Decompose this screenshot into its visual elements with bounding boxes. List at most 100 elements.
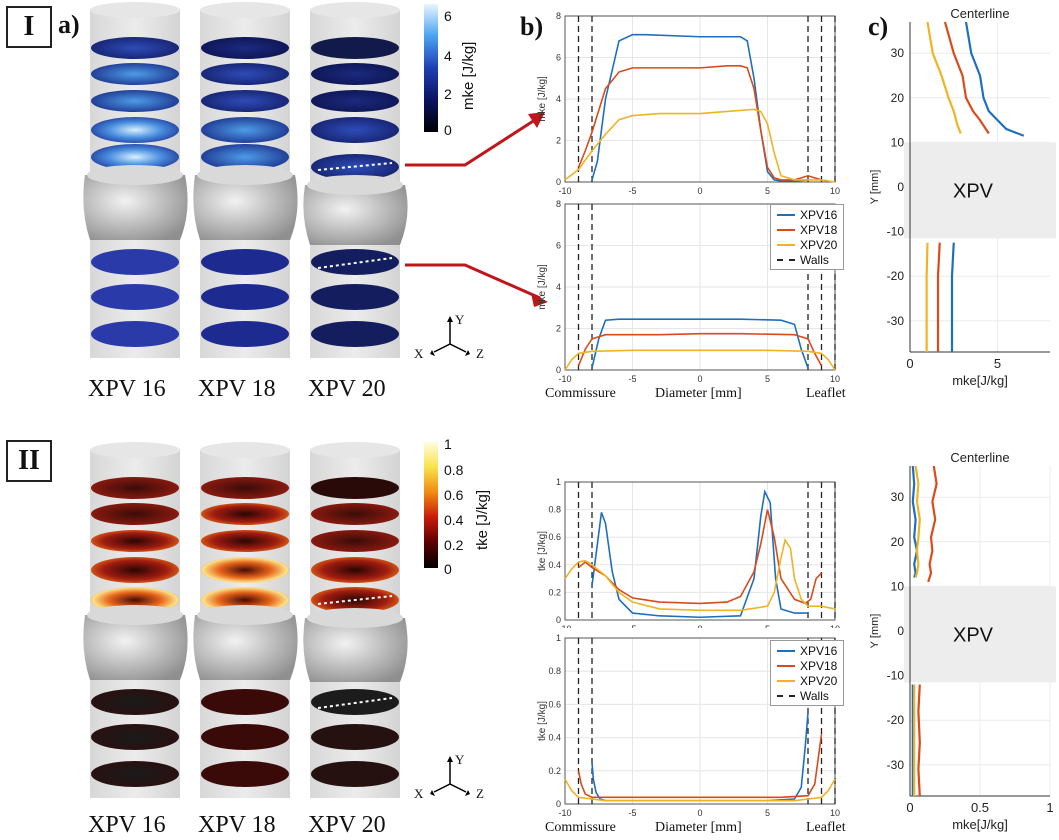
axis-z-label: Z: [476, 786, 484, 801]
y-axis-label: mke [J/kg]: [537, 264, 548, 310]
x-tick-label: -10: [558, 624, 571, 628]
mke-colorbar-tick: 0: [444, 122, 452, 138]
y-tick-label: -10: [887, 225, 905, 239]
x-tick-label: 10: [830, 624, 840, 628]
mke-colorbar-tick: 4: [444, 48, 452, 64]
commissure-label: Commissure: [545, 820, 616, 835]
y-tick-label: 10: [891, 135, 905, 149]
y-tick-label: 20: [891, 91, 905, 105]
y-tick-label: 0: [556, 365, 561, 375]
subpanel-label-b: b): [520, 12, 544, 41]
y-tick-label: 0.8: [548, 666, 561, 676]
y-axis-label: mke [J/kg]: [537, 76, 548, 122]
y-tick-label: 2: [556, 324, 561, 334]
y-tick-label: 0.2: [548, 587, 561, 597]
profile-arrows-mke: [405, 112, 548, 307]
y-tick-label: -20: [887, 269, 905, 283]
x-tick-label: 10: [830, 808, 840, 818]
legend-entry: XPV20: [800, 237, 838, 252]
x-tick-label: 5: [765, 374, 770, 384]
y-tick-label: 1: [556, 633, 561, 643]
series-line-xpv16: [591, 33, 809, 182]
cylinder-renderings-mke: [83, 2, 408, 358]
series-line-xpv16: [911, 465, 919, 578]
series-line-xpv18: [927, 465, 938, 583]
series-line-xpv16: [950, 242, 955, 352]
diameter-label: Diameter [mm]: [655, 386, 742, 401]
cylinder-renderings-tke: [83, 442, 408, 798]
legend-tke: XPV16 XPV18 XPV20 Walls: [770, 640, 845, 706]
legend-entry: XPV20: [800, 673, 838, 688]
y-tick-label: 0.4: [548, 560, 561, 570]
x-tick-label: -5: [628, 374, 636, 384]
centerline-title: Centerline: [950, 450, 1009, 465]
x-tick-label: 5: [994, 356, 1001, 371]
y-axis-label: Y [mm]: [869, 614, 881, 649]
x-tick-label: 0: [697, 374, 702, 384]
series-line-xpv16: [964, 21, 1025, 137]
mke-colorbar-title: mke [J/kg]: [460, 41, 477, 110]
y-tick-label: 6: [556, 53, 561, 63]
y-tick-label: -10: [887, 669, 905, 683]
cylinder-label: XPV 16: [88, 376, 166, 402]
y-axis-label: tke [J/kg]: [537, 701, 548, 741]
series-line-xpv20: [925, 242, 929, 352]
y-tick-label: 0.6: [548, 532, 561, 542]
tke-colorbar: [424, 442, 438, 568]
tke-colorbar-tick: 0.2: [444, 537, 464, 553]
subpanel-label-c: c): [868, 12, 889, 41]
cylinder-label: XPV 18: [198, 812, 276, 838]
y-tick-label: 0: [897, 180, 904, 194]
x-tick-label: 5: [765, 624, 770, 628]
centerline-title: Centerline: [950, 6, 1009, 21]
diameter-label: Diameter [mm]: [655, 820, 742, 835]
y-axis-label: Y [mm]: [869, 170, 881, 205]
y-tick-label: 1: [556, 478, 561, 487]
x-tick-label: -10: [558, 374, 571, 384]
y-tick-label: 4: [556, 282, 561, 292]
y-tick-label: 0.4: [548, 733, 561, 743]
y-axis-label: tke [J/kg]: [537, 531, 548, 571]
y-tick-label: 20: [891, 535, 905, 549]
cylinder-xpv20-tke: [303, 442, 408, 798]
leaflet-label: Leaflet: [806, 820, 846, 835]
cylinder-xpv20-mke: [303, 2, 408, 358]
cylinder-xpv16-tke: [83, 442, 188, 798]
series-line-xpv18: [577, 64, 822, 181]
mke-colorbar: [424, 4, 438, 132]
y-tick-label: 2: [556, 136, 561, 146]
cylinder-label: XPV 16: [88, 812, 166, 838]
plot-frame: [564, 481, 836, 621]
series-line-xpv20: [564, 108, 836, 183]
y-tick-label: 8: [556, 11, 561, 21]
series-line-xpv18: [943, 21, 990, 135]
series-line-xpv18: [577, 332, 823, 367]
x-tick-label: 0: [906, 800, 913, 815]
cylinder-xpv16-mke: [83, 2, 188, 358]
x-tick-label: 10: [830, 374, 840, 384]
cylinder-xpv18-mke: [193, 2, 298, 358]
x-axis-label: mke[J/kg]: [952, 373, 1008, 388]
x-tick-label: -10: [558, 808, 571, 818]
y-tick-label: 0: [556, 177, 561, 187]
x-tick-label: -5: [628, 186, 636, 196]
x-tick-label: 10: [830, 186, 840, 196]
panel-label-I: I: [6, 6, 52, 48]
tke-colorbar-tick: 0: [444, 561, 452, 577]
series-line-xpv18: [936, 242, 941, 352]
series-line-xpv18: [917, 684, 921, 797]
y-tick-label: -20: [887, 713, 905, 727]
leaflet-label: Leaflet: [806, 386, 846, 401]
y-tick-label: 30: [891, 490, 905, 504]
y-tick-label: 30: [891, 46, 905, 60]
y-tick-label: 0.8: [548, 505, 561, 515]
y-tick-label: 0.6: [548, 699, 561, 709]
axis-y-label: Y: [455, 312, 465, 327]
series-line-xpv20: [564, 349, 836, 371]
y-tick-label: 6: [556, 241, 561, 251]
y-tick-label: 0.2: [548, 766, 561, 776]
axes-triad-icon: [430, 316, 470, 356]
